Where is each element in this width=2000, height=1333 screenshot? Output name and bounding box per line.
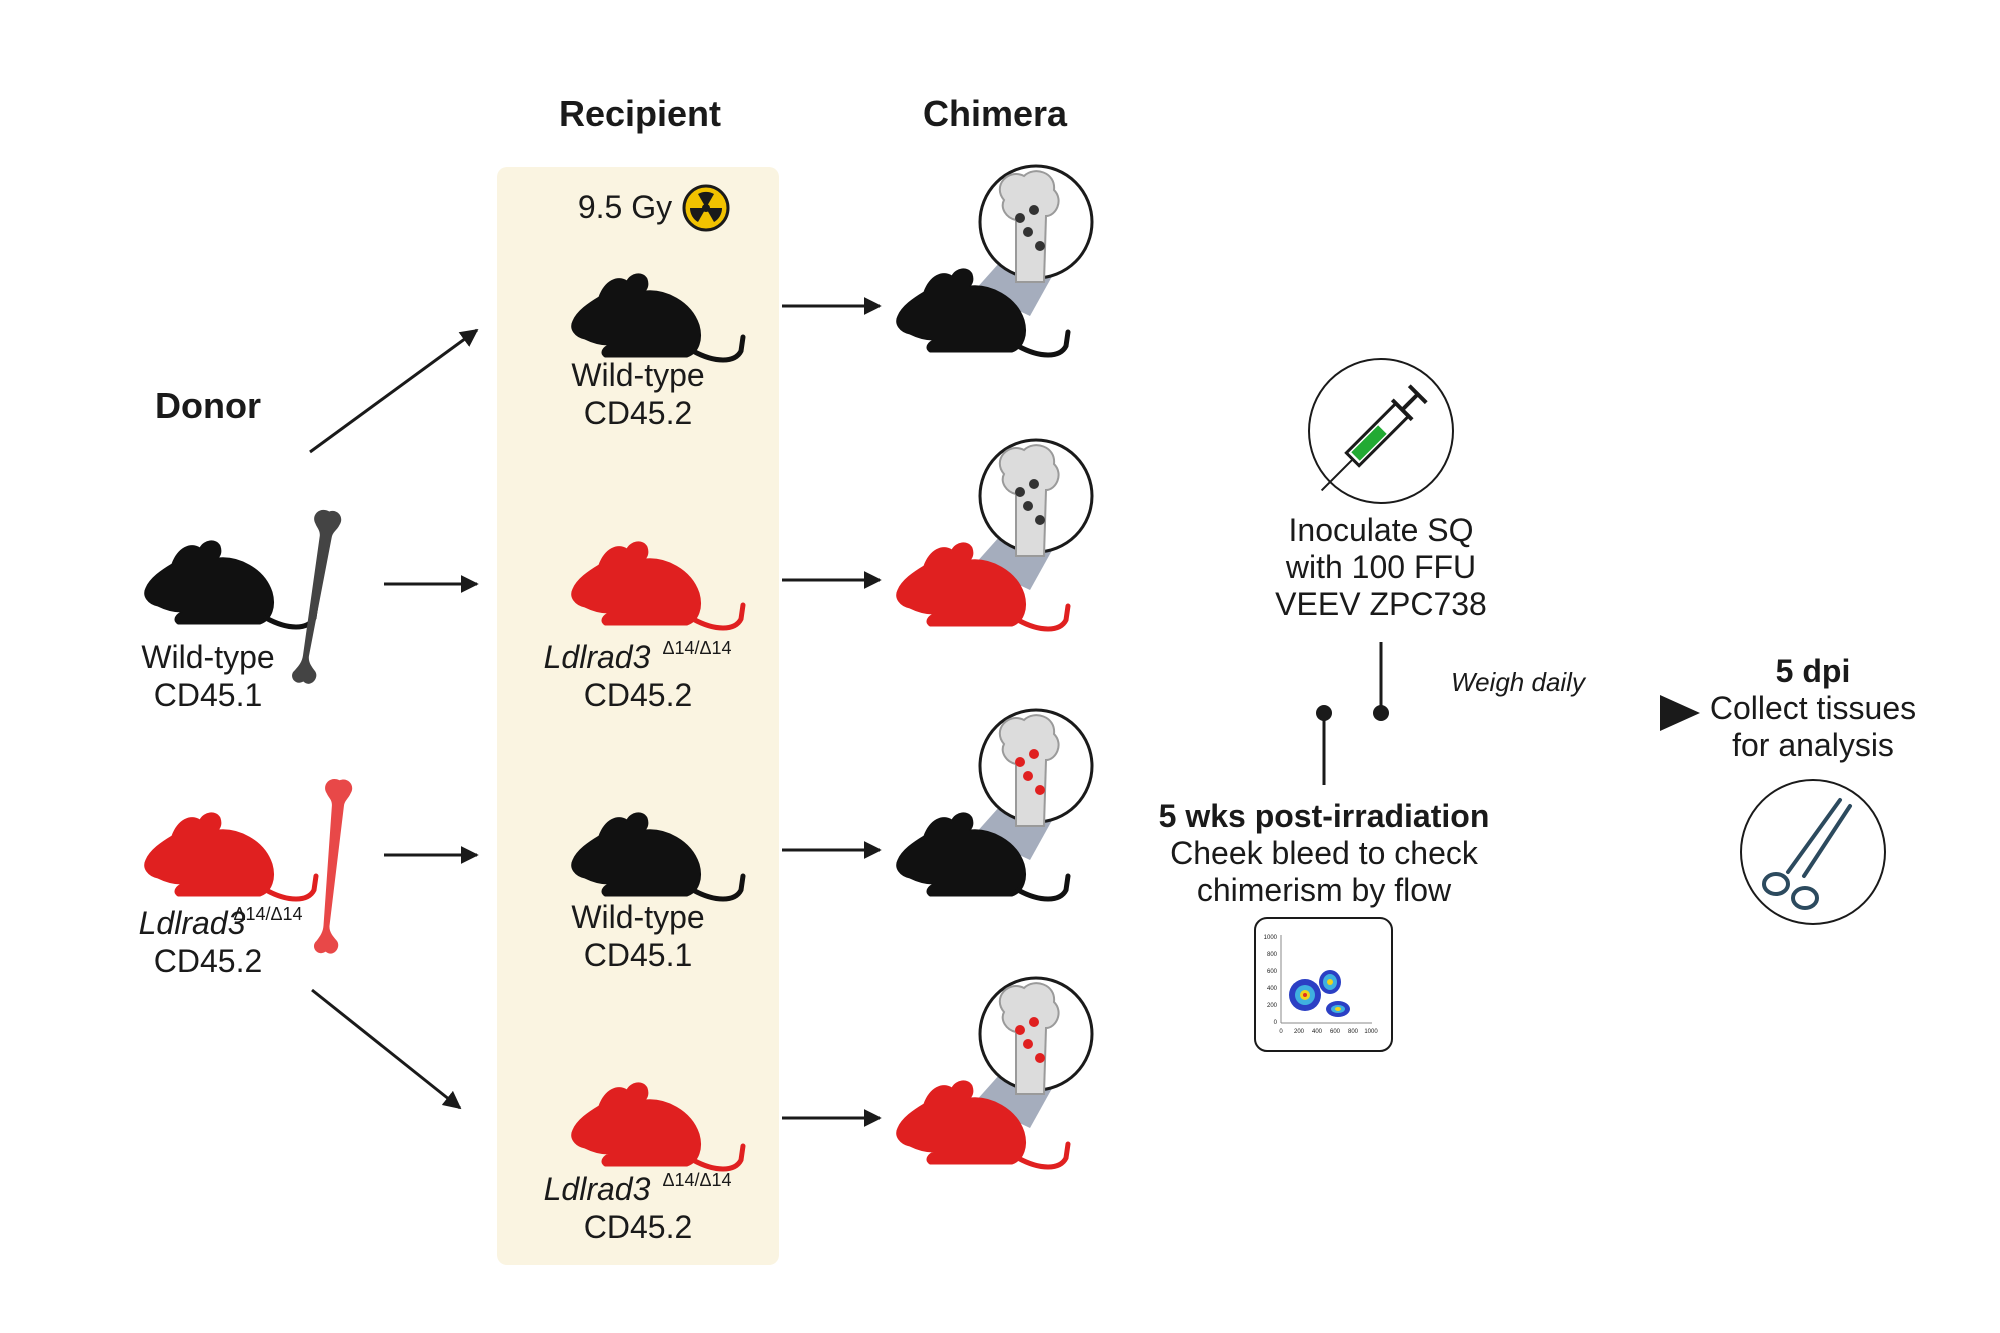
donor-mouse-ldlrad3	[145, 813, 316, 899]
radiation-icon	[682, 184, 730, 232]
timeline: Weigh daily	[1135, 642, 1700, 785]
flow-y-tick-3: 400	[1267, 986, 1278, 992]
flow-y-tick-5: 0	[1274, 1020, 1278, 1026]
scissors-icon	[1740, 779, 1886, 925]
donor-ldlrad3-line1: Ldlrad3	[139, 905, 246, 941]
bleed-title: 5 wks post-irradiation	[1159, 798, 1490, 834]
marrow-cells-3	[1015, 749, 1045, 795]
marrow-cells-1	[1015, 205, 1045, 251]
marrow-cells-4	[1015, 1017, 1045, 1063]
flow-x-tick-4: 800	[1348, 1029, 1359, 1035]
chimera-3	[897, 708, 1094, 899]
donor-mouse-wild-type	[145, 541, 316, 627]
chimera-4	[897, 976, 1094, 1167]
recipient-2-superscript: Δ14/Δ14	[662, 638, 731, 658]
chimera-2	[897, 438, 1094, 629]
end-title: 5 dpi	[1776, 653, 1851, 689]
weigh-daily-label: Weigh daily	[1451, 667, 1587, 697]
donor-ldlrad3-line2: CD45.2	[154, 943, 263, 979]
flow-population-3	[1326, 1001, 1350, 1017]
recipient-4-superscript: Δ14/Δ14	[662, 1170, 731, 1190]
chimera-header: Chimera	[923, 93, 1068, 134]
flow-x-tick-2: 400	[1312, 1029, 1323, 1035]
recipient-2-line1: Ldlrad3	[544, 639, 651, 675]
arrow-donor-to-recipient-1	[309, 328, 479, 454]
recipient-header: Recipient	[559, 93, 721, 134]
recipient-3-line2: CD45.1	[584, 937, 693, 973]
inoculate-line-1: Inoculate SQ	[1289, 512, 1474, 548]
recipient-3-line1: Wild-type	[571, 899, 704, 935]
flow-x-tick-1: 200	[1294, 1029, 1305, 1035]
flow-population-1	[1289, 979, 1321, 1011]
donor-bone-ldlrad3	[313, 778, 353, 955]
recipient-4-line2: CD45.2	[584, 1209, 693, 1245]
flow-plot: 1000 800 600 400 200 0 0 200 400 600 800…	[1254, 917, 1393, 1052]
flow-y-tick-1: 800	[1267, 952, 1278, 958]
flow-x-tick-3: 600	[1330, 1029, 1341, 1035]
donor-wt-line2: CD45.1	[154, 677, 263, 713]
donor-ldlrad3: Ldlrad3 Δ14/Δ14 CD45.2	[139, 778, 353, 979]
recipient-1-line1: Wild-type	[571, 357, 704, 393]
syringe-icon	[1308, 358, 1454, 504]
recipient-3: Wild-type CD45.1	[571, 813, 743, 973]
bleed-line-2: chimerism by flow	[1197, 872, 1452, 908]
flow-x-tick-5: 1000	[1364, 1029, 1378, 1035]
bleed-line-1: Cheek bleed to check	[1170, 835, 1479, 871]
recipient-4: Ldlrad3 Δ14/Δ14 CD45.2	[544, 1083, 743, 1245]
recipient-box	[497, 167, 779, 1265]
flow-y-tick-4: 200	[1267, 1003, 1278, 1009]
inoculate-line-3: VEEV ZPC738	[1275, 586, 1487, 622]
recipient-1-line2: CD45.2	[584, 395, 693, 431]
flow-y-tick-0: 1000	[1264, 935, 1278, 941]
recipient-4-line1: Ldlrad3	[544, 1171, 651, 1207]
flow-population-2	[1319, 970, 1341, 994]
donor-wild-type: Wild-type CD45.1	[141, 508, 343, 713]
recipient-2: Ldlrad3 Δ14/Δ14 CD45.2	[544, 542, 743, 713]
donor-bone-wild-type	[291, 508, 343, 686]
recipient-2-line2: CD45.2	[584, 677, 693, 713]
donor-ldlrad3-superscript: Δ14/Δ14	[233, 904, 302, 924]
chimera-1	[897, 164, 1094, 355]
end-line-2: for analysis	[1732, 727, 1894, 763]
flow-x-tick-0: 0	[1279, 1029, 1283, 1035]
dose-label: 9.5 Gy	[578, 189, 672, 225]
inoculate-line-2: with 100 FFU	[1285, 549, 1476, 585]
donor-wt-line1: Wild-type	[141, 639, 274, 675]
end-line-1: Collect tissues	[1710, 690, 1916, 726]
recipient-1: Wild-type CD45.2	[571, 274, 743, 431]
donor-header: Donor	[155, 385, 261, 426]
marrow-cells-2	[1015, 479, 1045, 525]
timeline-arrowhead	[1660, 695, 1700, 731]
arrow-donor-to-recipient-4	[311, 988, 462, 1110]
flow-y-tick-2: 600	[1267, 969, 1278, 975]
